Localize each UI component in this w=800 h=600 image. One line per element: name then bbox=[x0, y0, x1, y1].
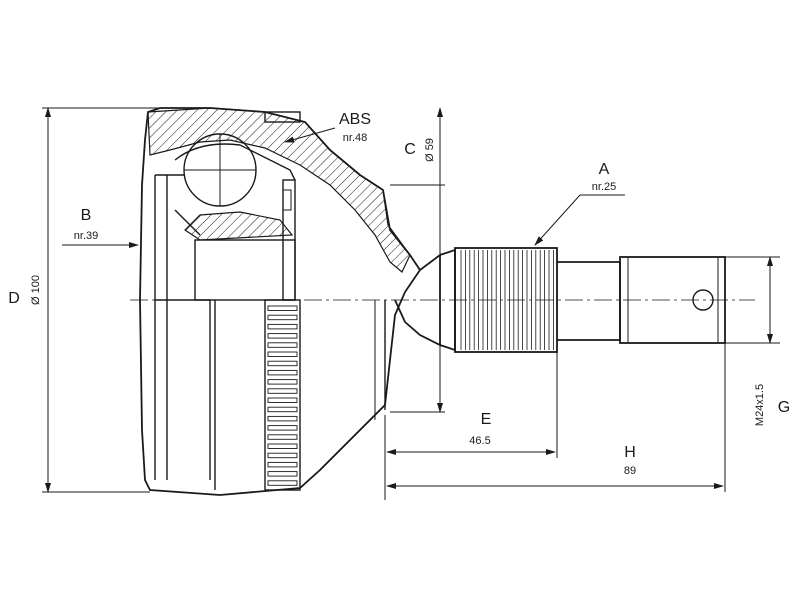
e-title: E bbox=[481, 411, 492, 428]
d-value: Ø 100 bbox=[30, 275, 42, 305]
c-value: Ø 59 bbox=[424, 138, 436, 162]
e-value: 46.5 bbox=[469, 435, 490, 447]
dimensions bbox=[42, 107, 780, 500]
outer-housing bbox=[139, 107, 441, 496]
abs-tooth bbox=[267, 480, 298, 486]
stub-shaft bbox=[439, 247, 726, 353]
a-value: nr.25 bbox=[592, 181, 616, 193]
abs-tooth bbox=[267, 471, 298, 477]
c-title: C bbox=[404, 141, 416, 158]
spline bbox=[454, 247, 558, 353]
abs-tooth bbox=[267, 452, 298, 459]
grease-port bbox=[264, 111, 301, 123]
abs-tooth bbox=[267, 406, 298, 413]
abs-tooth bbox=[267, 305, 298, 311]
abs-tooth bbox=[267, 443, 298, 449]
abs-tooth bbox=[267, 314, 298, 321]
abs-tooth bbox=[267, 397, 298, 403]
g-value: M24x1.5 bbox=[754, 384, 766, 426]
a-title: A bbox=[599, 161, 610, 178]
abs-tooth bbox=[267, 379, 298, 385]
abs-tooth bbox=[267, 461, 298, 468]
abs-tooth bbox=[267, 388, 298, 394]
h-title: H bbox=[624, 444, 636, 461]
abs-tooth bbox=[267, 360, 298, 367]
abs-tooth bbox=[267, 415, 298, 422]
b-title: B bbox=[81, 207, 92, 224]
abs-tooth bbox=[267, 369, 298, 376]
labels: ABS nr.48 A nr.25 B nr.39 C Ø 59 D Ø 100… bbox=[8, 111, 790, 477]
g-title: G bbox=[778, 399, 790, 416]
thread bbox=[619, 256, 726, 344]
inner-race bbox=[174, 133, 296, 301]
abs-title: ABS bbox=[339, 111, 371, 128]
abs-tooth bbox=[267, 333, 298, 339]
abs-ring bbox=[264, 299, 301, 491]
d-title: D bbox=[8, 290, 20, 307]
abs-tooth bbox=[267, 323, 298, 330]
abs-tooth bbox=[267, 434, 298, 440]
abs-tooth bbox=[267, 342, 298, 348]
abs-tooth bbox=[267, 351, 298, 357]
abs-value: nr.48 bbox=[343, 132, 367, 144]
h-value: 89 bbox=[624, 465, 636, 477]
b-value: nr.39 bbox=[74, 230, 98, 242]
abs-tooth bbox=[267, 425, 298, 431]
cotter-pin-hole bbox=[692, 289, 714, 311]
